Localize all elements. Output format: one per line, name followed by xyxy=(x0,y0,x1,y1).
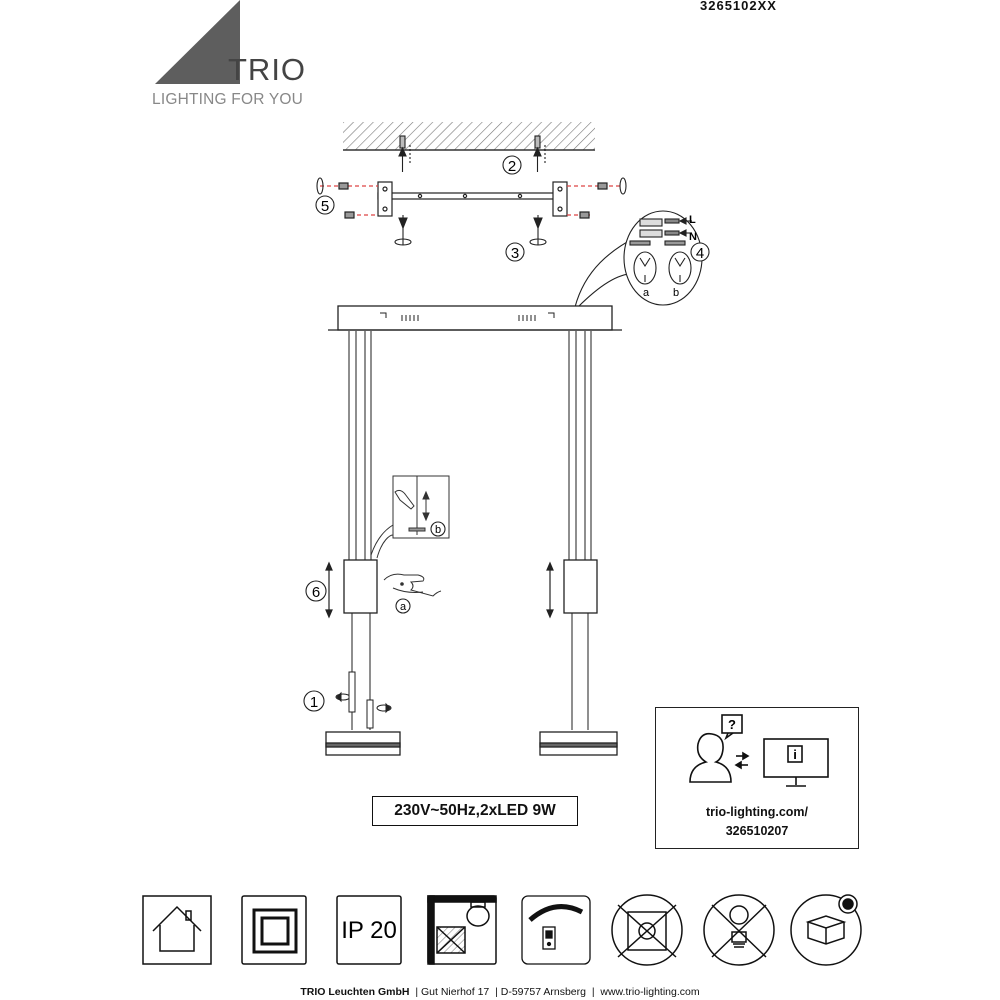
logo-tagline: LIGHTING FOR YOU xyxy=(152,91,304,108)
step-b-label: b xyxy=(435,524,441,536)
canopy xyxy=(328,305,622,331)
wiring-detail xyxy=(574,210,703,308)
ip-rating-icon: IP 20 xyxy=(336,895,402,965)
ip-rating-text: IP 20 xyxy=(341,917,397,944)
lamp-heads xyxy=(325,731,618,756)
double-insulation-icon xyxy=(241,895,307,965)
step-3-label: 3 xyxy=(511,245,519,262)
detail-a-label: a xyxy=(643,287,650,299)
electrical-spec: 230V~50Hz,2xLED 9W xyxy=(372,796,578,826)
hand-press-detail xyxy=(383,573,442,597)
step-1-label: 1 xyxy=(310,694,318,711)
height-adjusters xyxy=(343,559,598,614)
info-panel: ? i trio-lighting.com/ 326510207 xyxy=(655,707,859,849)
step-5-label: 5 xyxy=(321,198,329,215)
info-url: trio-lighting.com/ xyxy=(705,805,809,819)
footer: TRIO Leuchten GmbH | Gut Nierhof 17 | D-… xyxy=(0,986,1000,998)
svg-text:?: ? xyxy=(728,717,736,732)
recycling-icon xyxy=(790,894,862,966)
symbol-row: IP 20 xyxy=(142,894,862,966)
wire-live-label: L xyxy=(689,214,696,226)
step-2-label: 2 xyxy=(508,158,516,175)
wire-neutral-label: N xyxy=(689,231,697,243)
detail-b-label: b xyxy=(673,287,679,299)
no-external-dimmer-icon xyxy=(611,894,683,966)
house-icon xyxy=(142,895,212,965)
installation-diagram: L N a b xyxy=(303,122,710,756)
logo-triangle-icon xyxy=(155,0,240,84)
led-not-replaceable-icon xyxy=(703,894,775,966)
step-6-label: 6 xyxy=(312,584,320,601)
suspension-wires xyxy=(348,331,592,730)
footer-web: | www.trio-lighting.com xyxy=(591,986,700,998)
svg-text:i: i xyxy=(793,747,797,762)
touch-dimmer-icon xyxy=(521,895,591,965)
online-support-icon: ? i xyxy=(689,714,829,787)
footer-company: TRIO Leuchten GmbH xyxy=(300,986,410,998)
step-4-label: 4 xyxy=(696,245,704,262)
mounting-bracket xyxy=(320,181,620,219)
no-insulation-cover-icon xyxy=(427,895,497,965)
ceiling-screws xyxy=(398,135,546,172)
footer-city: | D-59757 Arnsberg xyxy=(495,986,586,998)
clamp-detail xyxy=(370,475,450,559)
adjust-arrows xyxy=(325,561,554,619)
step-markers xyxy=(303,155,710,712)
model-number: 3265102XX xyxy=(700,0,777,13)
rotation-arrows xyxy=(335,671,392,729)
bracket-screws xyxy=(316,177,627,246)
ceiling xyxy=(343,122,595,151)
info-code: 326510207 xyxy=(725,824,789,838)
footer-address: | Gut Nierhof 17 xyxy=(415,986,490,998)
logo-brand: TRIO xyxy=(228,52,307,87)
step-a-label: a xyxy=(400,601,407,613)
